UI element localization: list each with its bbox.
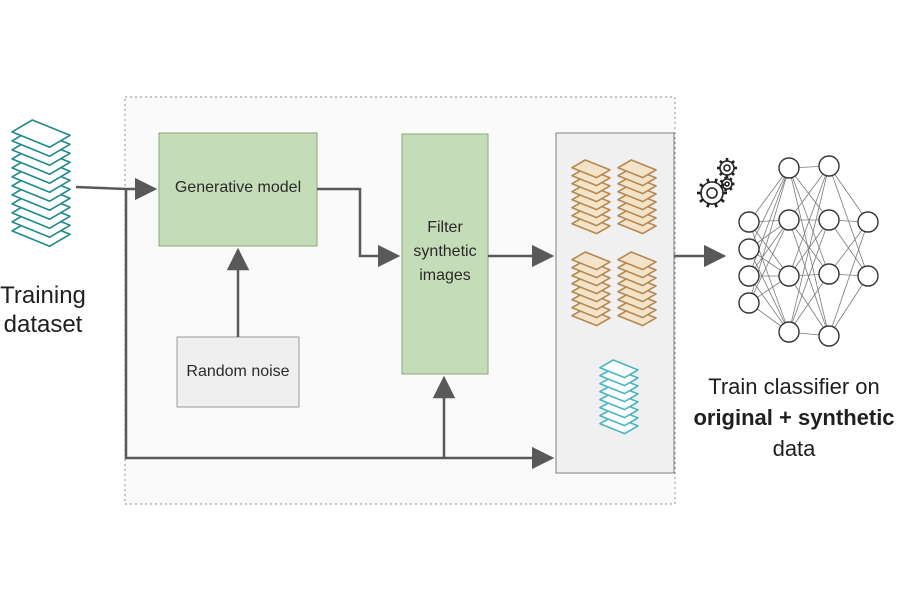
synthetic-image-stack-icon: [617, 159, 657, 235]
network-edges: [748, 165, 869, 337]
network-node: [778, 157, 800, 179]
network-node: [818, 263, 840, 285]
arrows: [75, 177, 727, 470]
classifier-label: Train classifier on original + synthetic…: [688, 371, 900, 464]
random-noise-label: Random noise: [186, 363, 290, 380]
gears-icon: [697, 158, 737, 208]
network-node: [778, 265, 800, 287]
training-dataset-line-2: dataset: [3, 311, 83, 338]
original-image-stack-icon: [599, 359, 639, 435]
classifier-line-3: data: [772, 436, 816, 461]
synthetic-image-stack-icon: [571, 159, 611, 235]
network-node: [778, 209, 800, 231]
network-node: [738, 265, 760, 287]
network-node: [818, 209, 840, 231]
classifier-line-2: original + synthetic: [693, 405, 895, 430]
arrow-dataset-bypass: [124, 189, 555, 470]
training-dataset-label: Training dataset: [0, 281, 86, 339]
network-node: [778, 321, 800, 343]
filter-label: Filter synthetic images: [402, 216, 488, 288]
filter-line-1: Filter: [427, 219, 463, 236]
classifier-line-1: Train classifier on: [708, 374, 880, 399]
network-node: [857, 265, 879, 287]
network-nodes: [738, 155, 879, 347]
original-stack-sheets: [599, 359, 639, 435]
arrow-generator-to-filter: [317, 187, 401, 268]
filter-line-2: synthetic: [413, 243, 477, 260]
training-stack-sheets: [11, 119, 71, 247]
network-node: [738, 238, 760, 260]
network-node: [857, 211, 879, 233]
random-noise-box: [176, 336, 300, 408]
synthetic-image-stack-icon: [617, 251, 657, 327]
filter-line-3: images: [419, 267, 471, 284]
filter-box: [401, 133, 489, 375]
neural-network-icon: [738, 155, 879, 347]
synthetic-stacks: [571, 159, 657, 327]
network-node: [818, 325, 840, 347]
network-node: [738, 292, 760, 314]
generative-model-box: [158, 132, 318, 247]
network-node: [738, 211, 760, 233]
generative-model-label: Generative model: [174, 179, 302, 196]
training-dataset-line-1: Training: [0, 282, 86, 309]
stacked-images-icon: [11, 119, 71, 247]
synthetic-image-stack-icon: [571, 251, 611, 327]
network-node: [818, 155, 840, 177]
